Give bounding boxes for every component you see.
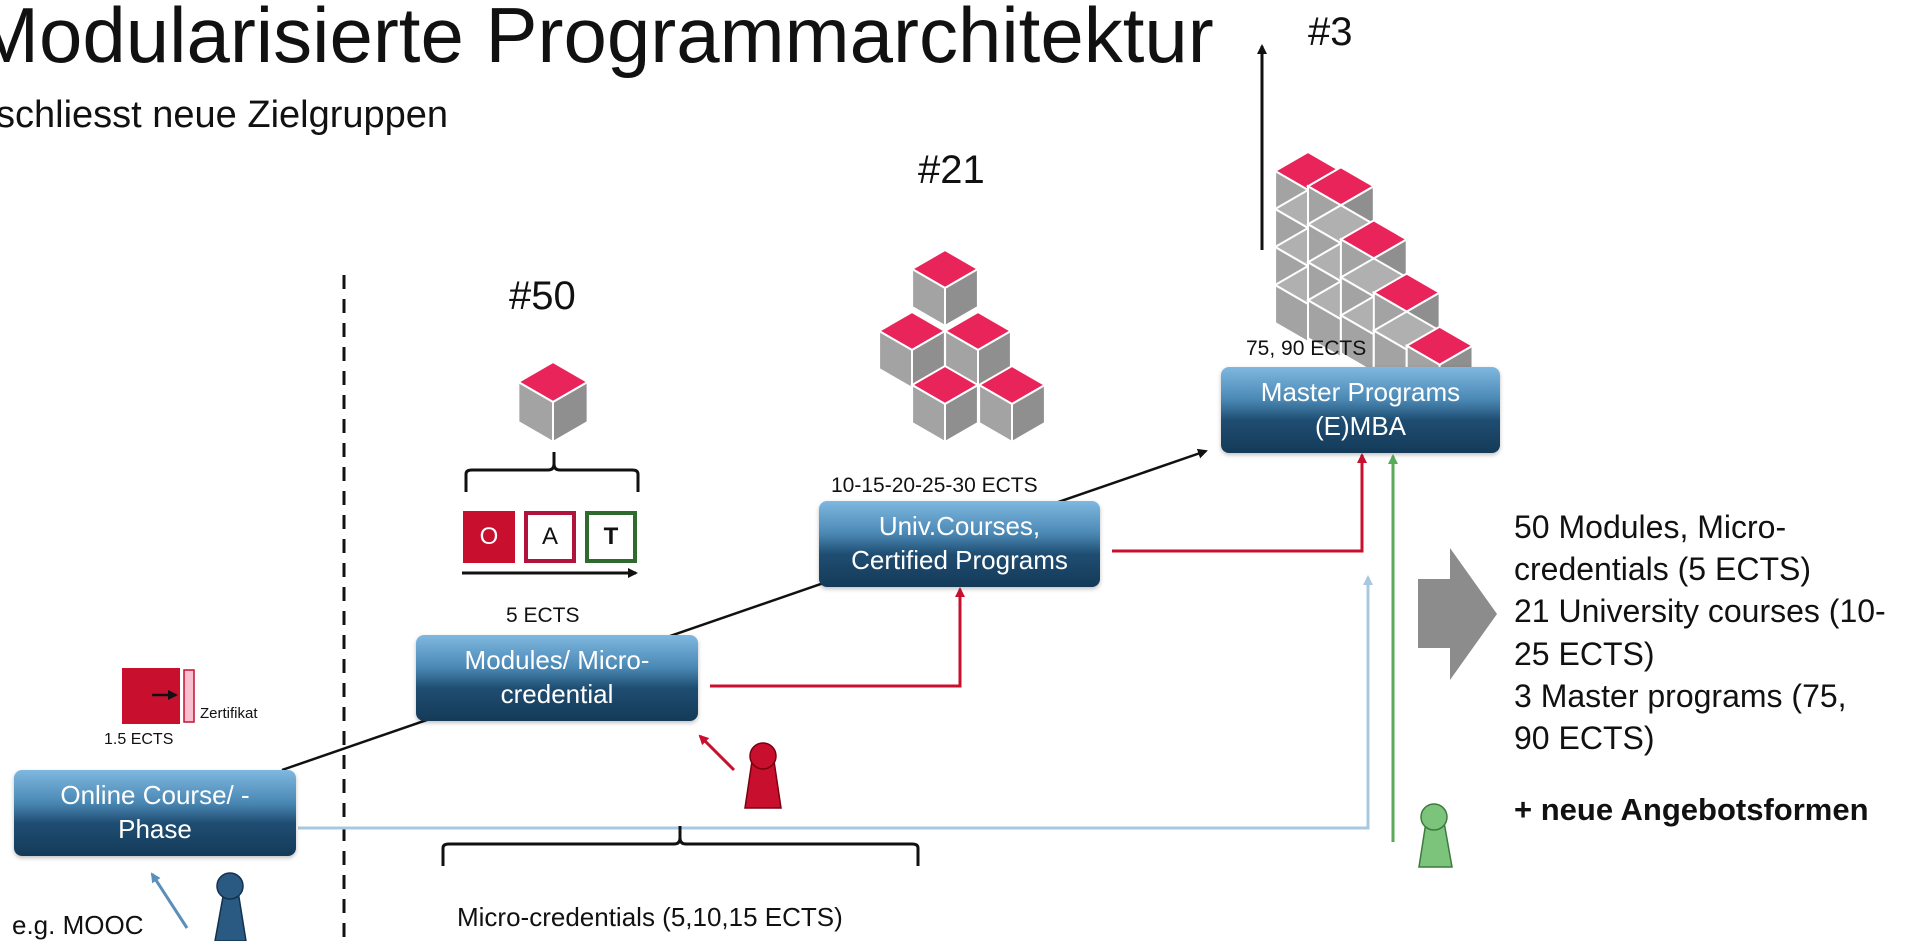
online-course-line2: Phase	[118, 814, 192, 844]
red-person-arrow	[698, 734, 736, 772]
pyramid-cubes-icon	[877, 248, 1047, 444]
master-ects-label: 75, 90 ECTS	[1246, 337, 1367, 360]
oat-box-a: A	[524, 511, 576, 563]
oat-box-o: O	[463, 511, 515, 563]
oat-brace	[464, 452, 640, 492]
courses-ects-label: 10-15-20-25-30 ECTS	[831, 474, 1038, 497]
page-title: Modularisierte Programmarchitektur	[0, 0, 1214, 79]
modules-ects-label: 5 ECTS	[506, 604, 580, 627]
summary-line: 3 Master programs (75,	[1514, 677, 1847, 714]
blue-person-icon	[214, 872, 247, 941]
red-path-modules-to-courses	[710, 587, 965, 688]
summary-text: 50 Modules, Micro- credentials (5 ECTS) …	[1514, 506, 1914, 759]
red-path-courses-to-master	[1112, 453, 1367, 553]
green-person-icon	[1418, 803, 1453, 868]
courses-line1: Univ.Courses,	[878, 511, 1041, 542]
cube-face	[944, 383, 979, 444]
blue-path-online-to-master	[298, 575, 1373, 830]
modules-line2: credential	[500, 679, 614, 709]
courses-count: #21	[918, 148, 985, 192]
courses-box: Univ.Courses, Certified Programs	[819, 501, 1100, 587]
modules-count: #50	[509, 274, 576, 318]
master-box: Master Programs (E)MBA	[1221, 367, 1500, 453]
micro-credentials-label: Micro-credentials (5,10,15 ECTS)	[457, 902, 843, 932]
cube-face	[552, 380, 589, 444]
online-course-box: Online Course/ - Phase	[14, 770, 296, 856]
master-line2: (E)MBA	[1315, 411, 1406, 441]
summary-line: 50 Modules, Micro-	[1514, 509, 1787, 545]
summary-line: credentials (5 ECTS)	[1514, 551, 1811, 588]
summary-line: 25 ECTS)	[1514, 635, 1655, 672]
summary-line: 21 University courses (10-	[1514, 593, 1886, 630]
page-subtitle: schliesst neue Zielgruppen	[0, 94, 449, 136]
red-person-icon	[744, 742, 782, 809]
zertifikat-label: Zertifikat	[200, 705, 258, 722]
oat-box-t: T	[585, 511, 637, 563]
big-grey-arrow-icon	[1418, 548, 1497, 680]
modules-line1: Modules/ Micro-	[464, 645, 650, 676]
blue-person-arrow	[150, 872, 189, 929]
cube-face	[1011, 383, 1046, 444]
masters-count: #3	[1308, 10, 1353, 54]
master-line1: Master Programs	[1260, 377, 1461, 408]
online-course-line1: Online Course/ -	[60, 780, 250, 811]
certificate-icon	[122, 668, 195, 724]
single-cube-icon	[516, 360, 590, 444]
modules-box: Modules/ Micro- credential	[416, 635, 698, 721]
new-offerings-label: + neue Angebotsformen	[1514, 792, 1869, 827]
summary-line: 90 ECTS)	[1514, 720, 1655, 757]
progression-line	[281, 448, 1208, 772]
cube-face	[944, 267, 979, 328]
online-ects-label: 1.5 ECTS	[104, 731, 174, 748]
micro-credentials-brace	[441, 826, 920, 866]
mooc-label: e.g. MOOC	[12, 910, 144, 940]
stair-cubes-icon	[1273, 150, 1475, 405]
courses-line2: Certified Programs	[851, 545, 1068, 575]
